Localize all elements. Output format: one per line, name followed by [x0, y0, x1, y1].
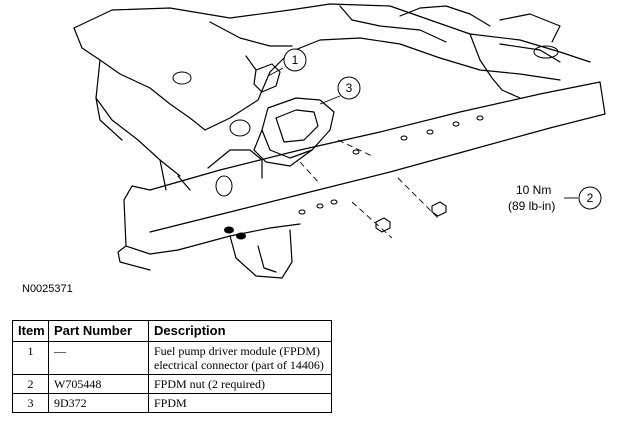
- callout-1-number: 1: [292, 53, 299, 67]
- torque-lbin-label: (89 lb-in): [508, 199, 555, 213]
- part-number-cell: —: [48, 341, 149, 375]
- callout-3: 3: [337, 76, 361, 100]
- torque-nm-label: 10 Nm: [516, 183, 551, 197]
- description-cell: Fuel pump driver module (FPDM) electrica…: [148, 341, 332, 375]
- figure-id: N0025371: [22, 283, 73, 295]
- header-description: Description: [148, 320, 332, 342]
- part-number-cell: 9D372: [48, 393, 149, 413]
- header-item: Item: [12, 320, 49, 342]
- description-cell: FPDM: [148, 393, 332, 413]
- item-cell: 1: [12, 341, 49, 375]
- table-row: 1 — Fuel pump driver module (FPDM) elect…: [12, 341, 332, 375]
- header-part-number: Part Number: [48, 320, 149, 342]
- callout-3-number: 3: [346, 81, 353, 95]
- frame-illustration: 1 3 2 10 Nm (89 lb-in): [73, 3, 606, 279]
- part-number-cell: W705448: [48, 374, 149, 394]
- table-row: 3 9D372 FPDM: [12, 393, 332, 413]
- description-cell: FPDM nut (2 required): [148, 374, 332, 394]
- table-row: 2 W705448 FPDM nut (2 required): [12, 374, 332, 394]
- table-header-row: Item Part Number Description: [12, 320, 332, 342]
- callout-1: 1: [283, 48, 307, 72]
- callout-2-number: 2: [587, 191, 594, 205]
- item-cell: 2: [12, 374, 49, 394]
- parts-table: Item Part Number Description 1 — Fuel pu…: [12, 320, 332, 413]
- item-cell: 3: [12, 393, 49, 413]
- callout-2: 2: [578, 186, 602, 210]
